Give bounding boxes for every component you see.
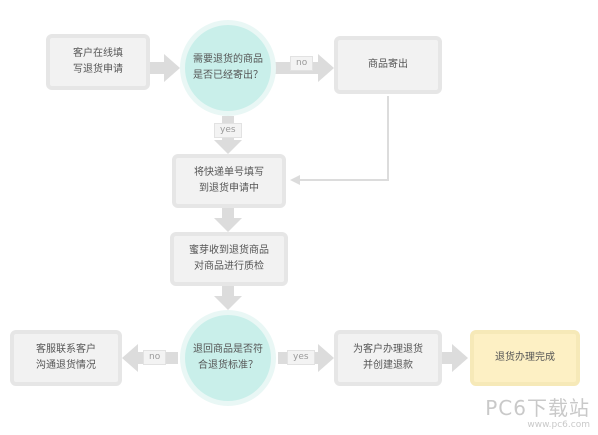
node-receive-inspect-label: 蜜芽收到退货商品 对商品进行质检: [189, 245, 269, 272]
label-no-top: no: [290, 56, 314, 71]
arrow-fill-to-receive: [214, 206, 242, 232]
node-ship-goods-label: 商品寄出: [368, 59, 408, 70]
node-return-complete-label: 退货办理完成: [495, 352, 555, 363]
decision-return-qualified-label: 退回商品是否符 合退货标准？: [193, 344, 263, 371]
node-fill-tracking-label: 将快递单号填写 到退货申请中: [194, 167, 264, 194]
node-fill-tracking: 将快递单号填写 到退货申请中: [172, 154, 286, 208]
node-process-refund-label: 为客户办理退货 并创建退款: [353, 344, 423, 371]
decision-goods-shipped-label: 需要退货的商品 是否已经寄出？: [193, 54, 263, 81]
arrow-receive-to-decision: [214, 284, 242, 310]
node-service-contact: 客服联系客户 沟通退货情况: [10, 330, 122, 386]
watermark-url: www.pc6.com: [527, 420, 590, 430]
watermark-logo: PC6下载站: [485, 396, 590, 420]
arrow-ship-to-fill: [300, 96, 389, 181]
label-yes-top: yes: [214, 123, 242, 138]
decision-goods-shipped: 需要退货的商品 是否已经寄出？: [180, 20, 276, 116]
decision-return-qualified: 退回商品是否符 合退货标准？: [180, 310, 276, 406]
arrow-refund-to-complete: [440, 344, 468, 372]
label-yes-bottom: yes: [287, 350, 315, 365]
node-return-complete: 退货办理完成: [470, 330, 580, 386]
node-receive-inspect: 蜜芽收到退货商品 对商品进行质检: [170, 232, 288, 286]
label-no-bottom: no: [143, 350, 167, 365]
node-customer-apply-label: 客户在线填 写退货申请: [73, 48, 123, 75]
node-process-refund: 为客户办理退货 并创建退款: [334, 330, 442, 386]
node-ship-goods: 商品寄出: [334, 36, 442, 94]
arrow-apply-to-decision: [150, 54, 180, 82]
node-customer-apply: 客户在线填 写退货申请: [46, 34, 150, 90]
node-service-contact-label: 客服联系客户 沟通退货情况: [36, 344, 96, 371]
